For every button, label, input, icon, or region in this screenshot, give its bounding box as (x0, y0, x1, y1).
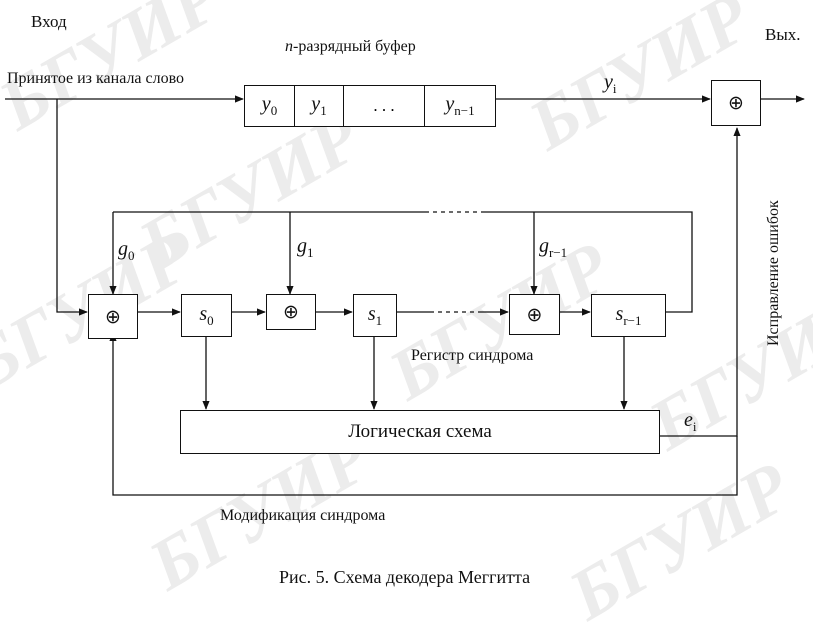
g0-label: g0 (118, 238, 135, 263)
syndrome-modification-label: Модификация синдрома (220, 507, 386, 524)
input-branch-line (56, 99, 88, 316)
buffer-cell-yn1: yn−1 (424, 85, 496, 127)
output-label: Вых. (765, 25, 801, 44)
buffer-cell-ellipsis: . . . (343, 85, 425, 127)
syndrome-modification-line (109, 332, 738, 496)
g1-label: g1 (297, 235, 314, 260)
yi-label: yi (604, 71, 617, 96)
xor-adder-r1: ⊕ (509, 294, 560, 335)
logic-circuit-block: Логическая схема (180, 410, 660, 454)
ei-label: ei (684, 409, 697, 434)
buffer-title: n-разрядный буфер (285, 38, 416, 55)
input-label: Вход (31, 12, 67, 31)
syndrome-cell-s1: s1 (353, 294, 397, 337)
error-correction-line (659, 127, 741, 437)
output-xor-adder: ⊕ (711, 80, 761, 126)
syndrome-cell-sr1: sr−1 (591, 294, 666, 337)
buffer-cell-y1: y1 (294, 85, 344, 127)
error-correction-label: Исправление ошибок (765, 200, 782, 346)
figure-caption: Рис. 5. Схема декодера Меггитта (279, 567, 531, 587)
syndrome-register-label: Регистр синдрома (411, 347, 534, 364)
syndrome-cell-s0: s0 (181, 294, 232, 337)
xor-adder-1: ⊕ (266, 294, 316, 330)
buffer-cell-y0: y0 (244, 85, 295, 127)
received-word-label: Принятое из канала слово (7, 70, 185, 87)
gr1-label: gr−1 (539, 235, 568, 260)
xor-adder-0: ⊕ (88, 294, 138, 339)
connection-lines (5, 95, 805, 496)
feedback-bus-right (482, 211, 693, 313)
